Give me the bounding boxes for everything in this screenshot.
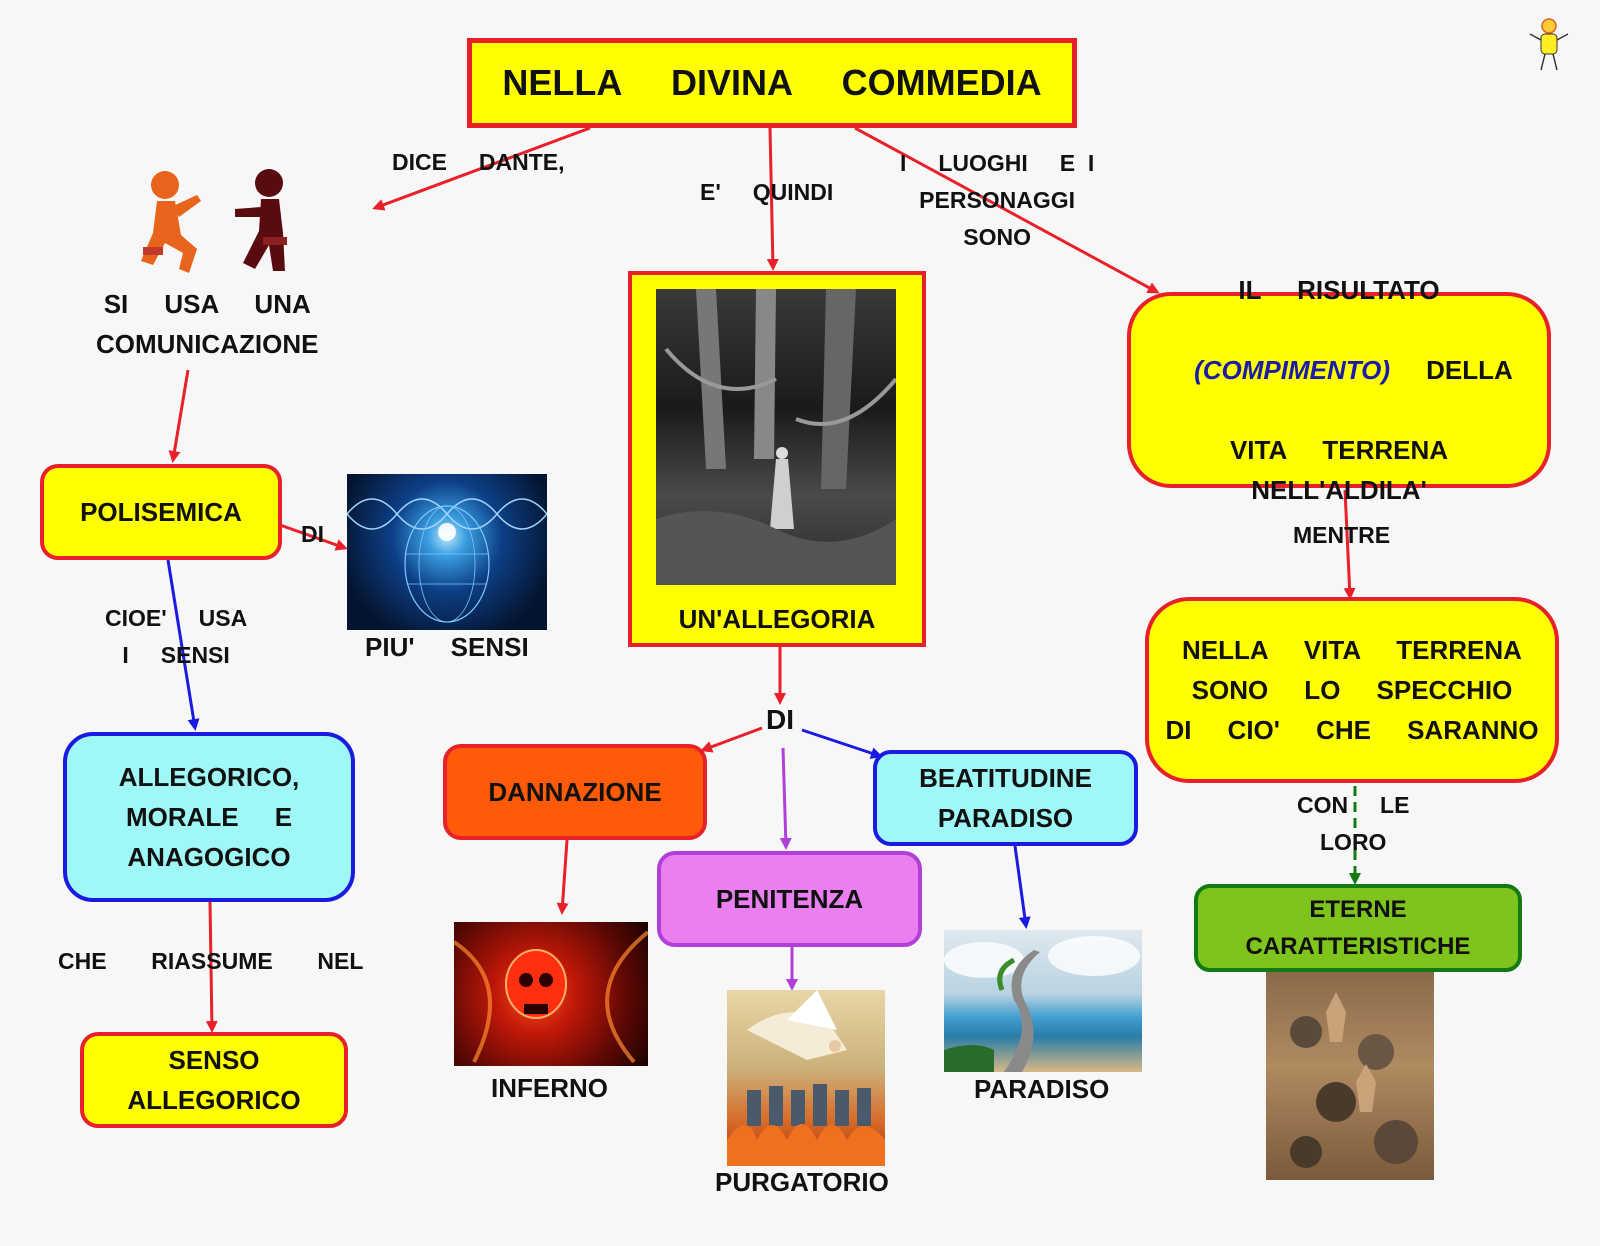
boulders-picture-icon bbox=[1266, 972, 1434, 1180]
allegorico-label: ALLEGORICO, MORALE E ANAGOGICO bbox=[118, 762, 300, 872]
mascot-icon bbox=[1529, 18, 1569, 71]
angel-flames-picture-icon bbox=[727, 990, 885, 1166]
beatitudine-label: BEATITUDINE PARADISO bbox=[919, 763, 1092, 833]
risultato-line-3: VITA TERRENA NELL'ALDILA' bbox=[1229, 435, 1449, 505]
edge-label-luoghi: I LUOGHI E I PERSONAGGI SONO bbox=[900, 150, 1095, 250]
risultato-line-1: IL RISULTATO bbox=[1238, 275, 1440, 305]
paradiso-label: PARADISO bbox=[974, 1074, 1110, 1104]
dannazione-node: DANNAZIONE bbox=[443, 744, 707, 840]
allegoria-node: UN'ALLEGORIA bbox=[628, 271, 926, 647]
dannazione-label: DANNAZIONE bbox=[488, 777, 662, 807]
piu-sensi-label: PIU' SENSI bbox=[365, 632, 529, 662]
risultato-line-2: (COMPIMENTO) DELLA bbox=[1165, 310, 1513, 430]
edge-label-di-allegoria: DI bbox=[766, 704, 794, 735]
stairway-sky-picture-icon bbox=[944, 930, 1142, 1072]
penitenza-node: PENITENZA bbox=[657, 851, 922, 947]
edge-label-con-le-loro: CON LE LORO bbox=[1297, 792, 1410, 855]
beatitudine-node: BEATITUDINE PARADISO bbox=[873, 750, 1138, 846]
polisemica-node: POLISEMICA bbox=[40, 464, 282, 560]
title-box: NELLA DIVINA COMMEDIA bbox=[467, 38, 1077, 128]
allegoria-label: UN'ALLEGORIA bbox=[678, 604, 876, 634]
inferno-label: INFERNO bbox=[491, 1073, 608, 1103]
risultato-node: IL RISULTATO (COMPIMENTO) DELLA VITA TER… bbox=[1127, 275, 1551, 505]
edge-label-dice: DICE DANTE, bbox=[392, 149, 565, 175]
forest-picture-icon bbox=[656, 289, 896, 585]
purgatorio-label: PURGATORIO bbox=[715, 1167, 889, 1197]
edge-label-cioe: CIOE' USA I SENSI bbox=[105, 605, 248, 668]
edge-label-quindi: E' QUINDI bbox=[700, 179, 834, 205]
head-waves-picture-icon bbox=[347, 474, 547, 630]
senso-allegorico-node: SENSO ALLEGORICO bbox=[80, 1032, 348, 1128]
vita-terrena-node: NELLA VITA TERRENA SONO LO SPECCHIO DI C… bbox=[1145, 597, 1559, 783]
skull-flames-picture-icon bbox=[454, 922, 648, 1066]
eterne-label: ETERNE CARATTERISTICHE bbox=[1245, 896, 1471, 960]
eterne-node: ETERNE CARATTERISTICHE bbox=[1194, 884, 1522, 972]
senso-allegorico-label: SENSO ALLEGORICO bbox=[127, 1045, 301, 1115]
penitenza-label: PENITENZA bbox=[715, 884, 864, 914]
title-text: NELLA DIVINA COMMEDIA bbox=[502, 62, 1042, 103]
edge-label-mentre: MENTRE bbox=[1293, 522, 1391, 548]
allegorico-node: ALLEGORICO, MORALE E ANAGOGICO bbox=[63, 732, 355, 902]
compimento-text: (COMPIMENTO) bbox=[1194, 355, 1391, 385]
edge-label-di-polisemica: DI bbox=[301, 521, 324, 547]
polisemica-label: POLISEMICA bbox=[80, 497, 242, 527]
two-figures-talking-icon bbox=[141, 169, 287, 273]
comunicazione-text: SI USA UNA COMUNICAZIONE bbox=[96, 289, 319, 359]
della-text: DELLA bbox=[1390, 355, 1513, 385]
edge-label-che-riassume: CHE RIASSUME NEL bbox=[58, 948, 364, 974]
vita-terrena-label: NELLA VITA TERRENA SONO LO SPECCHIO DI C… bbox=[1165, 635, 1539, 745]
